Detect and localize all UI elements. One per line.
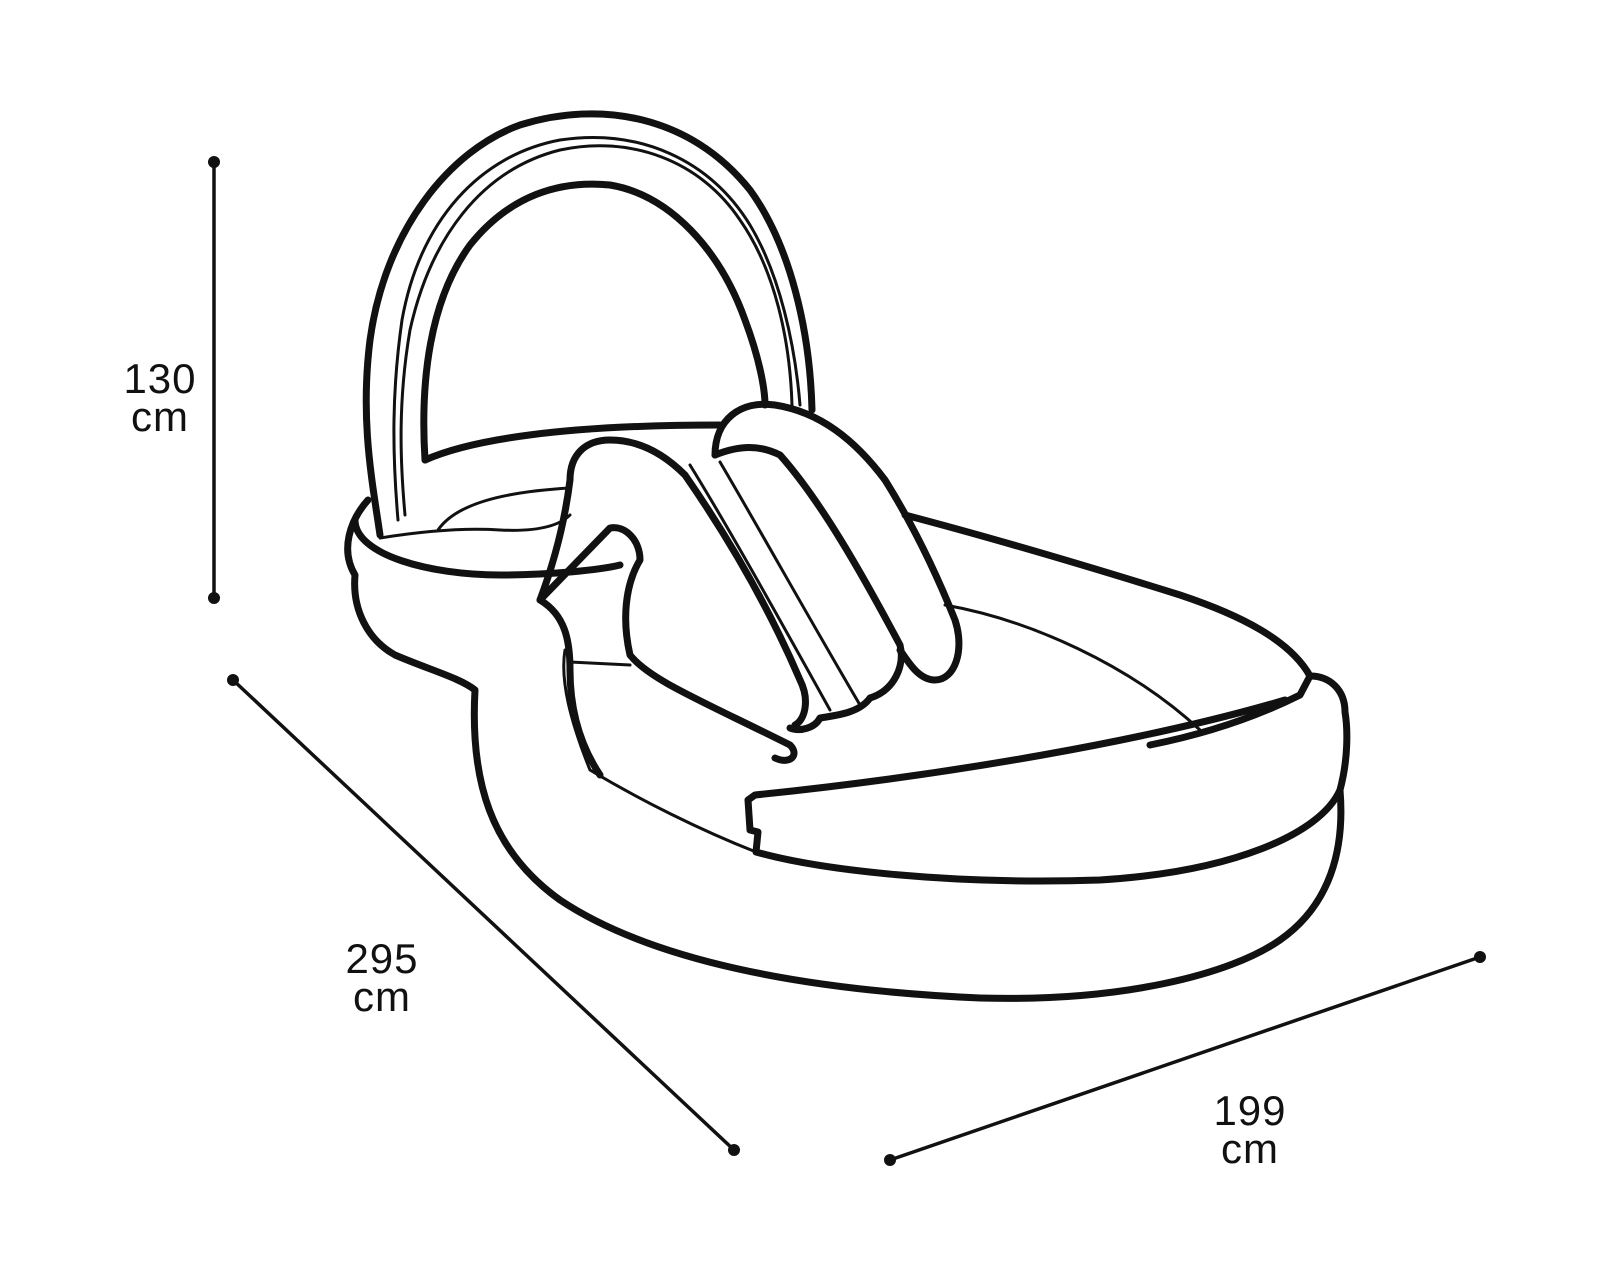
slide-right-rail [711,400,963,684]
small-pool-basin [436,486,572,532]
length-dimension-label: 295 cm [312,935,452,1020]
pool-inner-floor [943,603,1202,732]
height-unit: cm [131,393,189,440]
slide-step-block [536,524,798,779]
pool-front-inner-line [562,648,758,854]
pool-outer-outline [344,496,1351,1002]
slide-chute-line-3 [711,444,905,734]
height-dimension-line [208,156,220,604]
slide-left-rail [536,436,809,729]
seat-back [421,421,724,464]
small-pool-inner [378,513,572,540]
width-unit: cm [1221,1125,1279,1172]
pool-front-wall [744,696,1344,885]
width-dimension-line [884,951,1486,1166]
width-dimension-label: 199 cm [1180,1087,1320,1172]
height-value: 130 [123,355,197,402]
length-unit: cm [353,973,411,1020]
pool-back-rim [901,511,1314,680]
length-dimension-line [227,674,740,1156]
inflatable-pool [344,110,1351,1002]
slide-base-line [568,660,632,667]
slide-chute-line-2 [718,460,862,707]
slide-chute-line-1 [688,463,832,712]
height-dimension-label: 130 cm [90,355,230,440]
canopy-arch-inner [420,180,769,464]
canopy-arch-band [399,144,794,517]
canopy-arch-band-2 [392,136,802,522]
width-value: 199 [1213,1087,1287,1134]
small-pool-rim [351,516,624,579]
canopy-arch-outer [362,110,816,539]
length-value: 295 [345,935,419,982]
